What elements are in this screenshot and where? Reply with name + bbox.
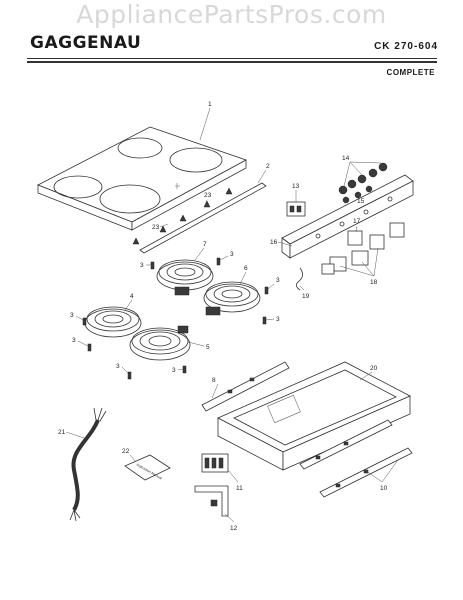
brand-logo: GAGGENAU xyxy=(30,33,142,53)
label-part-16: 16 xyxy=(270,239,278,246)
label-part-21: 21 xyxy=(58,429,66,436)
label-part-22: 22 xyxy=(122,448,130,455)
infinite-switches-part xyxy=(321,222,405,275)
switch-block-part xyxy=(286,201,306,217)
label-part-1: 1 xyxy=(208,101,212,108)
label-part-12: 12 xyxy=(230,525,238,532)
label-part-14: 14 xyxy=(342,155,350,162)
trim-strip-part xyxy=(139,182,267,254)
power-cord-part xyxy=(69,407,107,522)
model-number: CK 270-604 xyxy=(374,41,438,52)
label-part-23-lower: 23 xyxy=(152,224,160,231)
label-part-23-upper: 23 xyxy=(204,192,212,199)
label-part-19: 19 xyxy=(302,293,310,300)
label-part-13: 13 xyxy=(292,183,300,190)
label-part-18: 18 xyxy=(370,279,378,286)
heating-element-7 xyxy=(156,259,214,296)
header-rule xyxy=(27,58,437,59)
screws-part-3 xyxy=(82,257,269,380)
control-knobs-part xyxy=(338,162,388,204)
label-part-20: 20 xyxy=(370,365,378,372)
wire-lead-part xyxy=(296,267,303,291)
label-part-5: 5 xyxy=(206,344,210,351)
cooktop-glass-part xyxy=(37,126,247,231)
label-part-3-c: 3 xyxy=(276,277,280,284)
label-part-6: 6 xyxy=(244,265,248,272)
mounting-rails-part xyxy=(299,419,413,498)
label-part-3-d: 3 xyxy=(276,316,280,323)
strain-relief-bracket-part xyxy=(194,485,229,517)
rear-rail-part xyxy=(201,361,290,412)
housing-tray-part xyxy=(217,361,411,471)
heating-element-4 xyxy=(84,306,142,338)
label-part-3-f: 3 xyxy=(72,337,76,344)
label-part-11: 11 xyxy=(236,485,243,492)
instruction-manual-part: Instruction Manual xyxy=(124,454,171,481)
label-part-7: 7 xyxy=(203,241,207,248)
clip-markers xyxy=(132,187,233,245)
label-part-3-b: 3 xyxy=(230,251,234,258)
control-rail-part xyxy=(281,174,414,259)
label-part-4: 4 xyxy=(130,293,134,300)
heating-element-6 xyxy=(203,281,261,316)
label-part-3-a: 3 xyxy=(140,262,144,269)
assembly-subtitle: COMPLETE xyxy=(386,68,435,77)
label-part-17: 17 xyxy=(353,218,361,225)
label-part-3-h: 3 xyxy=(172,367,176,374)
label-part-10: 10 xyxy=(380,485,388,492)
label-part-3-g: 3 xyxy=(116,363,120,370)
terminal-block-part xyxy=(201,453,229,473)
label-part-3-e: 3 xyxy=(70,312,74,319)
header-rule-thick xyxy=(27,61,437,63)
watermark: AppliancePartsPros.com xyxy=(76,0,387,29)
label-part-8: 8 xyxy=(212,377,216,384)
heating-element-5 xyxy=(129,325,191,361)
label-part-2: 2 xyxy=(266,163,270,170)
label-part-15: 15 xyxy=(357,198,365,205)
